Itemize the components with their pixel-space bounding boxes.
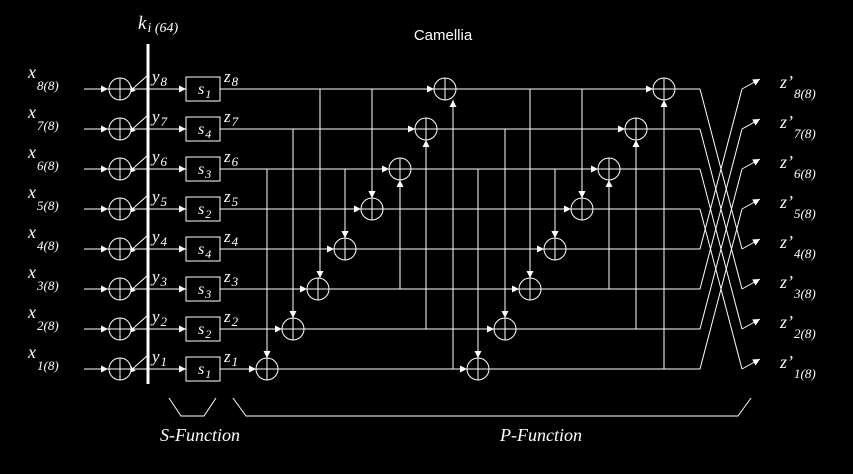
z-label: z1 (223, 347, 238, 369)
z-label: z7 (223, 107, 239, 129)
output-arrow (741, 198, 761, 210)
p-xor-node (543, 237, 567, 261)
y-label: y3 (150, 267, 168, 289)
permutation-wire (699, 208, 743, 370)
z-label: z2 (223, 307, 239, 329)
key-label: ki (64) (138, 13, 178, 36)
input-label-x: x2(8) (27, 302, 59, 333)
key-xor-node (108, 317, 132, 341)
sbox: s1 (185, 356, 221, 382)
key-xor-node (108, 77, 132, 101)
svg-text:s2: s2 (198, 201, 211, 221)
p-xor-node (433, 77, 457, 101)
permutation-wire (699, 128, 743, 290)
p-function-label: P-Function (499, 425, 582, 445)
svg-text:s3: s3 (198, 281, 211, 301)
p-xor-node (570, 197, 594, 221)
p-function-wiring (84, 74, 761, 374)
svg-text:s4: s4 (198, 121, 211, 141)
sbox: s4 (185, 236, 221, 262)
y-label: y8 (150, 67, 168, 89)
input-label-x: x7(8) (27, 102, 59, 133)
p-xor-node (333, 237, 357, 261)
key-xor-node (108, 237, 132, 261)
output-label: z’7(8) (779, 112, 816, 141)
z-label: z6 (223, 147, 239, 169)
output-arrow (741, 358, 761, 370)
input-label-x: x4(8) (27, 222, 59, 253)
sbox: s2 (185, 316, 221, 342)
p-xor-node (281, 317, 305, 341)
z-label: z4 (223, 227, 239, 249)
key-xor-node (108, 157, 132, 181)
y-label: y5 (150, 187, 168, 209)
svg-text:s4: s4 (198, 241, 211, 261)
y-label: y7 (150, 107, 168, 129)
p-xor-node (388, 157, 412, 181)
sbox: s3 (185, 156, 221, 182)
input-label-x: x3(8) (27, 262, 59, 293)
z-label: z5 (223, 187, 239, 209)
s-function-brace (168, 397, 217, 417)
svg-text:s1: s1 (198, 81, 211, 101)
p-xor-node (360, 197, 384, 221)
sbox: s4 (185, 116, 221, 142)
s-function-label: S-Function (160, 425, 240, 445)
key-xor-node (108, 357, 132, 381)
output-label: z’2(8) (779, 312, 816, 341)
svg-text:s1: s1 (198, 361, 211, 381)
p-xor-node (624, 117, 648, 141)
p-xor-node (466, 357, 490, 381)
svg-text:s3: s3 (198, 161, 211, 181)
diagram-title: Camellia (414, 27, 473, 44)
output-label: z’1(8) (779, 352, 816, 381)
sbox: s3 (185, 276, 221, 302)
output-label: z’4(8) (779, 232, 816, 261)
input-label-x: x5(8) (27, 182, 59, 213)
z-label: z3 (223, 267, 239, 289)
p-xor-node (597, 157, 621, 181)
key-xor-node (108, 117, 132, 141)
output-label: z’3(8) (779, 272, 816, 301)
y-label: y4 (150, 227, 168, 249)
output-label: z’8(8) (779, 72, 816, 101)
diagram-nodes: x8(8) y8 s1 z8 x7(8) y7 s4 z7 x6(8) y6 s3 z6 x5(8) y5… (27, 62, 816, 382)
p-xor-node (414, 117, 438, 141)
sbox: s2 (185, 196, 221, 222)
p-xor-node (255, 357, 279, 381)
p-xor-node (518, 277, 542, 301)
z-label: z8 (223, 67, 239, 89)
output-arrow (741, 238, 761, 250)
output-arrow (741, 158, 761, 170)
output-label: z’6(8) (779, 152, 816, 181)
input-label-x: x8(8) (27, 62, 59, 93)
y-label: y1 (150, 347, 167, 369)
output-arrow (741, 78, 761, 90)
key-xor-node (108, 197, 132, 221)
permutation-wire (699, 88, 743, 250)
sbox: s1 (185, 76, 221, 102)
p-xor-node (306, 277, 330, 301)
output-arrow (741, 278, 761, 290)
p-function-brace (232, 397, 752, 417)
p-xor-node (652, 77, 676, 101)
key-xor-node (108, 277, 132, 301)
svg-text:s2: s2 (198, 321, 211, 341)
output-arrow (741, 318, 761, 330)
input-label-x: x6(8) (27, 142, 59, 173)
permutation-wire (699, 168, 743, 330)
output-label: z’5(8) (779, 192, 816, 221)
p-xor-node (493, 317, 517, 341)
y-label: y2 (150, 307, 168, 329)
output-arrow (741, 118, 761, 130)
y-label: y6 (150, 147, 168, 169)
input-label-x: x1(8) (27, 342, 59, 373)
